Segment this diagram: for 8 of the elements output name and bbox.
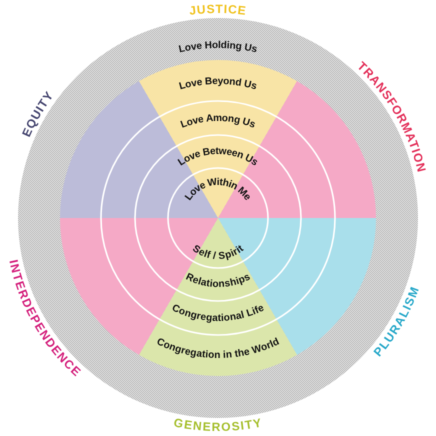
category-label: GENEROSITY	[172, 415, 264, 434]
ring-label: Self / Spirit	[190, 242, 246, 262]
ring-label: Love Beyond Us	[178, 75, 258, 92]
ring-label: Love Between Us	[176, 145, 260, 168]
ring-label: Relationships	[184, 271, 252, 290]
category-label: JUSTICE	[188, 2, 248, 18]
ring-label: Love Holding Us	[178, 39, 258, 55]
ring-label: Love Among Us	[179, 112, 257, 130]
